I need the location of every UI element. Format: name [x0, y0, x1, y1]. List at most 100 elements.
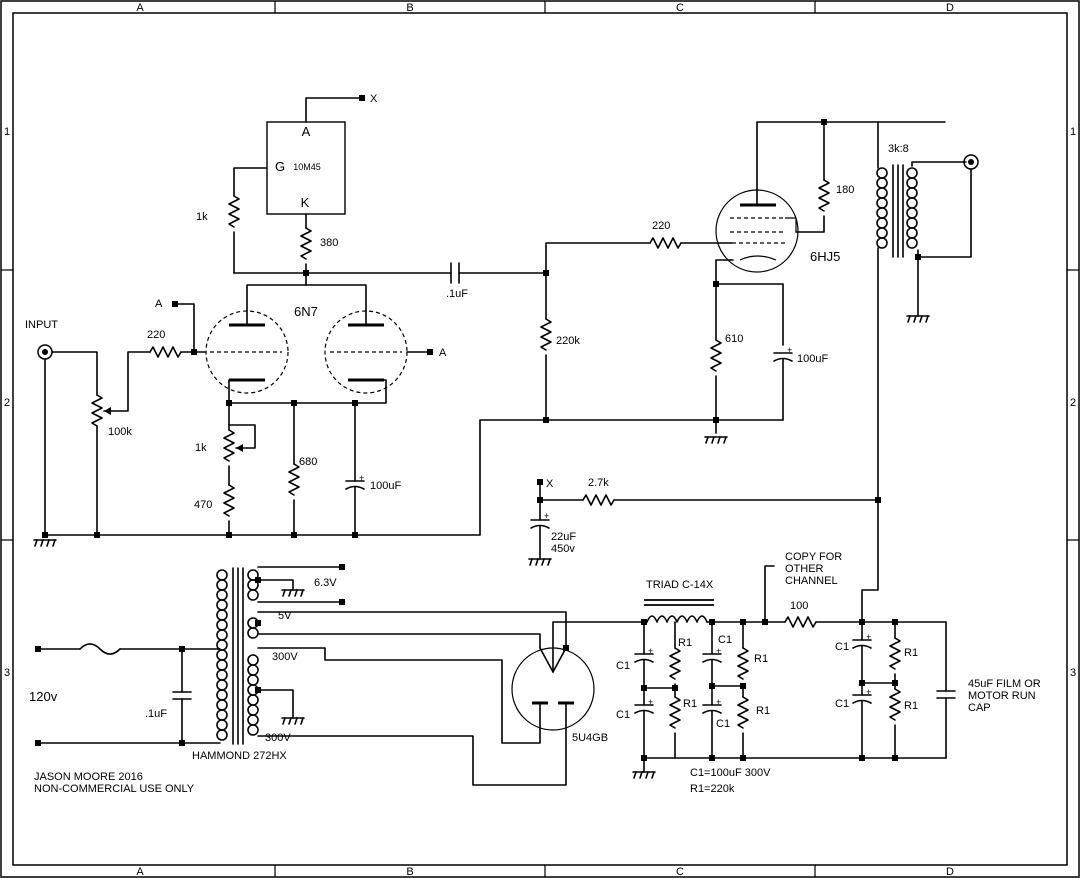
frame-row-1-right: 1 [1070, 126, 1076, 138]
cap-polarity-plus: + [716, 697, 721, 707]
r1-label: R1 [683, 698, 697, 710]
output-cap-label: 100uF [797, 353, 828, 365]
tap-300v-b-label: 300V [265, 732, 291, 744]
film-cap-note-1: 45uF FILM OR [968, 678, 1041, 690]
legend-c1: C1=100uF 300V [690, 767, 771, 779]
resistor-680-label: 680 [299, 456, 317, 468]
c1-label: C1 [716, 718, 730, 730]
cap-polarity-plus: + [648, 646, 653, 656]
frame-col-d-top: D [946, 2, 954, 14]
filter-voltage-label: 450v [551, 543, 575, 555]
c1-label: C1 [835, 641, 849, 653]
ground-icon [33, 539, 57, 547]
power-transformer-label: HAMMOND 272HX [192, 750, 287, 762]
cathode-resistor-label: 470 [194, 499, 212, 511]
cap-polarity-plus: + [544, 511, 549, 521]
mains-cap-label: .1uF [145, 708, 167, 720]
cap-polarity-plus: + [787, 345, 792, 355]
ground-icon [281, 589, 305, 597]
rectifier-label: 5U4GB [572, 732, 608, 744]
preamp-plate-a-label: A [439, 347, 447, 359]
cap-polarity-plus: + [866, 632, 871, 642]
ccs-part-label: 10M45 [293, 162, 321, 172]
cap-polarity-plus: + [716, 646, 721, 656]
frame-row-1-left: 1 [4, 126, 10, 138]
filter-cap-label: 22uF [551, 531, 576, 543]
pot-label: 100k [108, 426, 132, 438]
copy-note-2: OTHER [785, 563, 824, 575]
frame-col-a-bottom: A [136, 866, 144, 878]
frame-col-d-bottom: D [946, 866, 954, 878]
input-resistor-label: 220 [147, 329, 165, 341]
choke-label: TRIAD C-14X [646, 579, 714, 591]
ccs-x-label: X [370, 93, 378, 105]
frame-col-c-bottom: C [676, 866, 684, 878]
tap-63v-label: 6.3V [314, 577, 337, 589]
series-resistor-label: 100 [790, 600, 808, 612]
output-cathode-resistor-label: 610 [725, 333, 743, 345]
ccs-pin-g: G [275, 159, 285, 174]
frame-col-b-bottom: B [406, 866, 413, 878]
ccs-10m45: A G 10M45 K X 1k 380 [196, 93, 452, 276]
frame-row-3-left: 3 [4, 667, 10, 679]
preamp-grid-a-label: A [155, 298, 163, 310]
tap-300v-a-label: 300V [272, 651, 298, 663]
mains-voltage-label: 120v [29, 689, 58, 704]
ccs-set-resistor: 380 [320, 237, 338, 249]
credit-line-1: JASON MOORE 2016 [34, 771, 143, 783]
coupling-stage: .1uF 220k [446, 242, 651, 423]
legend-r1: R1=220k [690, 783, 735, 795]
grid-resistor-label: 220k [556, 335, 580, 347]
frame-row-2-right: 2 [1070, 397, 1076, 409]
grid-stop-label: 220 [652, 220, 670, 232]
c1-label: C1 [616, 709, 630, 721]
film-cap-note-2: MOTOR RUN [968, 690, 1036, 702]
screen-resistor-label: 180 [836, 184, 854, 196]
ccs-pin-k: K [301, 195, 310, 210]
input-label: INPUT [25, 319, 58, 331]
copy-note-3: CHANNEL [785, 575, 838, 587]
fuse-icon [79, 643, 121, 655]
copy-note-1: COPY FOR [785, 551, 842, 563]
coupling-cap-label: .1uF [446, 288, 468, 300]
r1-label: R1 [904, 647, 918, 659]
c1-label: C1 [616, 660, 630, 672]
credit-line-2: NON-COMMERCIAL USE ONLY [34, 783, 195, 795]
frame-row-3-right: 3 [1070, 667, 1076, 679]
ccs-gate-resistor: 1k [196, 211, 208, 223]
cathode-pot-label: 1k [195, 442, 207, 454]
ground-icon [632, 771, 656, 779]
frame-row-2-left: 2 [4, 397, 10, 409]
preamp-6n7: INPUT 100k 220 A A 6N7 [25, 272, 716, 547]
r1-label: R1 [754, 653, 768, 665]
ground-icon [528, 558, 552, 566]
frame-col-a-top: A [136, 2, 144, 14]
cap-polarity-plus: + [866, 687, 871, 697]
choke-inductor-icon [646, 615, 708, 623]
output-6hj5: 220 180 6HJ5 610 + 100uF [649, 119, 979, 623]
frame-col-c-top: C [676, 2, 684, 14]
tap-5v-label: 5V [278, 610, 292, 622]
frame-col-b-top: B [406, 2, 413, 14]
cap-polarity-plus: + [648, 697, 653, 707]
power-transformer: HAMMOND 272HX [192, 567, 287, 762]
preamp-cap-label: 100uF [370, 480, 401, 492]
filter-x-label: X [546, 478, 554, 490]
ground-icon [281, 717, 305, 725]
tube-6n7-label: 6N7 [294, 304, 318, 319]
output-transformer: 3k:8 [861, 121, 979, 623]
r1-label: R1 [756, 705, 770, 717]
r1-label: R1 [904, 700, 918, 712]
ccs-pin-a: A [302, 124, 311, 139]
c1-label: C1 [718, 634, 732, 646]
filter-resistor-label: 2.7k [588, 477, 609, 489]
cap-polarity-plus: + [359, 473, 364, 483]
output-transformer-label: 3k:8 [888, 143, 909, 155]
film-cap-note-3: CAP [968, 702, 991, 714]
r1-label: R1 [678, 637, 692, 649]
filter-node: X 2.7k + 22uF 450v [528, 477, 881, 566]
power-supply: 120v .1uF [29, 551, 1041, 795]
c1-label: C1 [835, 698, 849, 710]
